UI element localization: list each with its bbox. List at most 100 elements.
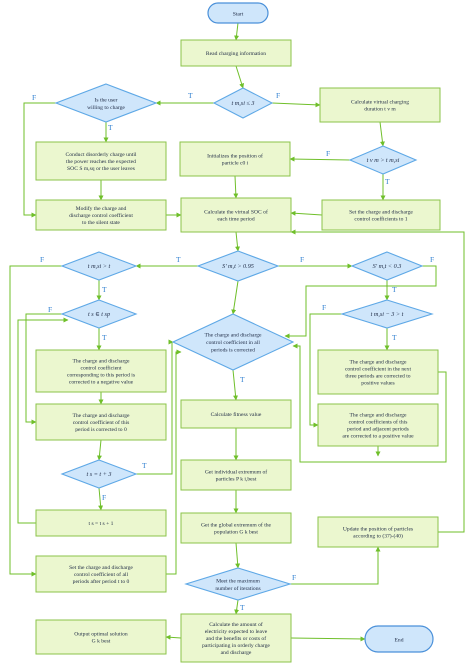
decision-shape	[348, 145, 418, 175]
node-fitness: Calculate fitness value	[180, 399, 292, 429]
node-text-line: period is corrected to 0	[75, 427, 127, 433]
connector	[290, 546, 381, 585]
node-text-line: particles P k i,best	[216, 476, 257, 482]
edge-label-true: T	[240, 375, 245, 384]
process-shape	[317, 403, 439, 447]
edge-label-true: T	[240, 603, 245, 612]
connector	[98, 487, 104, 511]
node-text-line: t s = t + 3	[86, 471, 111, 478]
connector	[289, 156, 351, 162]
node-text-line: S' m,t < 0.3	[373, 263, 402, 270]
node-ts-in-tsp: t s ∈ t sp	[60, 299, 138, 329]
node-text-line: Output optimal solution	[74, 631, 128, 637]
connector	[234, 22, 240, 41]
node-text-line: electricity expected to leave	[205, 629, 268, 635]
connector	[235, 231, 241, 252]
node-text-line: each time period	[217, 216, 254, 222]
node-text-line: number of iterations	[215, 585, 260, 592]
process-shape	[35, 619, 167, 655]
node-text-line: The charge and discharge	[349, 359, 407, 365]
node-text-line: control coefficient of all	[74, 571, 129, 578]
edge-label-true: T	[392, 333, 397, 342]
node-text-line: the power reaches the expected	[66, 159, 136, 165]
node-text-line: End	[394, 637, 403, 643]
terminal-shape	[207, 2, 269, 24]
node-ts-inc: t s = t s + 1	[35, 509, 167, 537]
process-shape	[180, 197, 292, 233]
node-text-line: control coefficients to 1	[354, 215, 407, 222]
node-text-line: control coefficient in all	[206, 339, 260, 346]
node-text-line: according to (37)-(40)	[353, 532, 403, 539]
node-text-line: Read charging information	[206, 50, 266, 57]
node-text-line: corresponding to this period is	[67, 372, 135, 378]
connector	[165, 634, 182, 640]
connector	[96, 439, 102, 461]
connector	[290, 229, 465, 533]
edge-label-false: F	[276, 91, 280, 100]
node-text-line: and discharge	[221, 650, 252, 656]
node-text-line: The charge and discharge	[72, 358, 130, 364]
connector	[309, 313, 342, 428]
node-text-line: control coefficient of this	[73, 419, 130, 426]
edge-label-false: F	[40, 255, 44, 264]
edge-label-true: T	[392, 285, 397, 294]
process-shape	[317, 516, 439, 548]
node-text-line: Set the charge and discharge	[69, 565, 133, 571]
node-text-line: Start	[233, 11, 244, 17]
edge-label-true: T	[142, 461, 147, 470]
connector	[25, 313, 62, 425]
node-text-line: periods after period t to 0	[73, 578, 130, 585]
edge-label-false: F	[430, 255, 434, 264]
node-text-line: control coefficient	[80, 364, 122, 371]
edge-label-true: T	[102, 285, 107, 294]
edge-label-true: T	[102, 333, 107, 342]
node-text-line: t m,si ≤ 3	[232, 100, 255, 107]
node-end: End	[364, 625, 434, 653]
connector	[379, 121, 385, 147]
edge-label-true: T	[188, 91, 193, 100]
decision-shape	[60, 299, 138, 329]
decision-shape	[60, 251, 138, 281]
node-ts-eq-t3: t s = t + 3	[60, 459, 138, 489]
decision-shape	[54, 83, 158, 123]
process-shape	[35, 509, 167, 537]
decision-shape	[350, 251, 424, 281]
node-text-line: Calculate fitness value	[211, 411, 262, 418]
connector	[271, 102, 321, 108]
connector	[232, 369, 239, 401]
connector	[235, 542, 241, 569]
node-text-line: t s ∈ t sp	[88, 311, 110, 318]
terminal-shape	[364, 625, 434, 653]
node-text-line: positive values	[361, 380, 394, 386]
node-text-line: The charge and discharge	[349, 412, 407, 418]
node-text-line: duration t v m	[364, 106, 396, 112]
node-text-line: Conduct disorderly charge until	[66, 152, 137, 158]
connector	[233, 175, 239, 199]
process-shape	[35, 141, 167, 181]
flowchart-connectors	[9, 22, 465, 642]
decision-shape	[340, 299, 434, 329]
connector	[290, 636, 366, 642]
node-text-line: Calculate virtual charging	[351, 99, 409, 105]
node-text-line: Is the user	[95, 97, 118, 103]
process-shape	[35, 403, 167, 441]
process-shape	[35, 555, 167, 593]
process-shape	[35, 349, 167, 393]
node-text-line: Initializes the position of	[207, 152, 263, 159]
process-shape	[179, 141, 291, 177]
connector	[17, 317, 69, 524]
edge-label-false: F	[102, 493, 106, 502]
connector	[231, 280, 239, 315]
process-shape	[319, 87, 441, 123]
edge-label-false: F	[292, 573, 296, 582]
